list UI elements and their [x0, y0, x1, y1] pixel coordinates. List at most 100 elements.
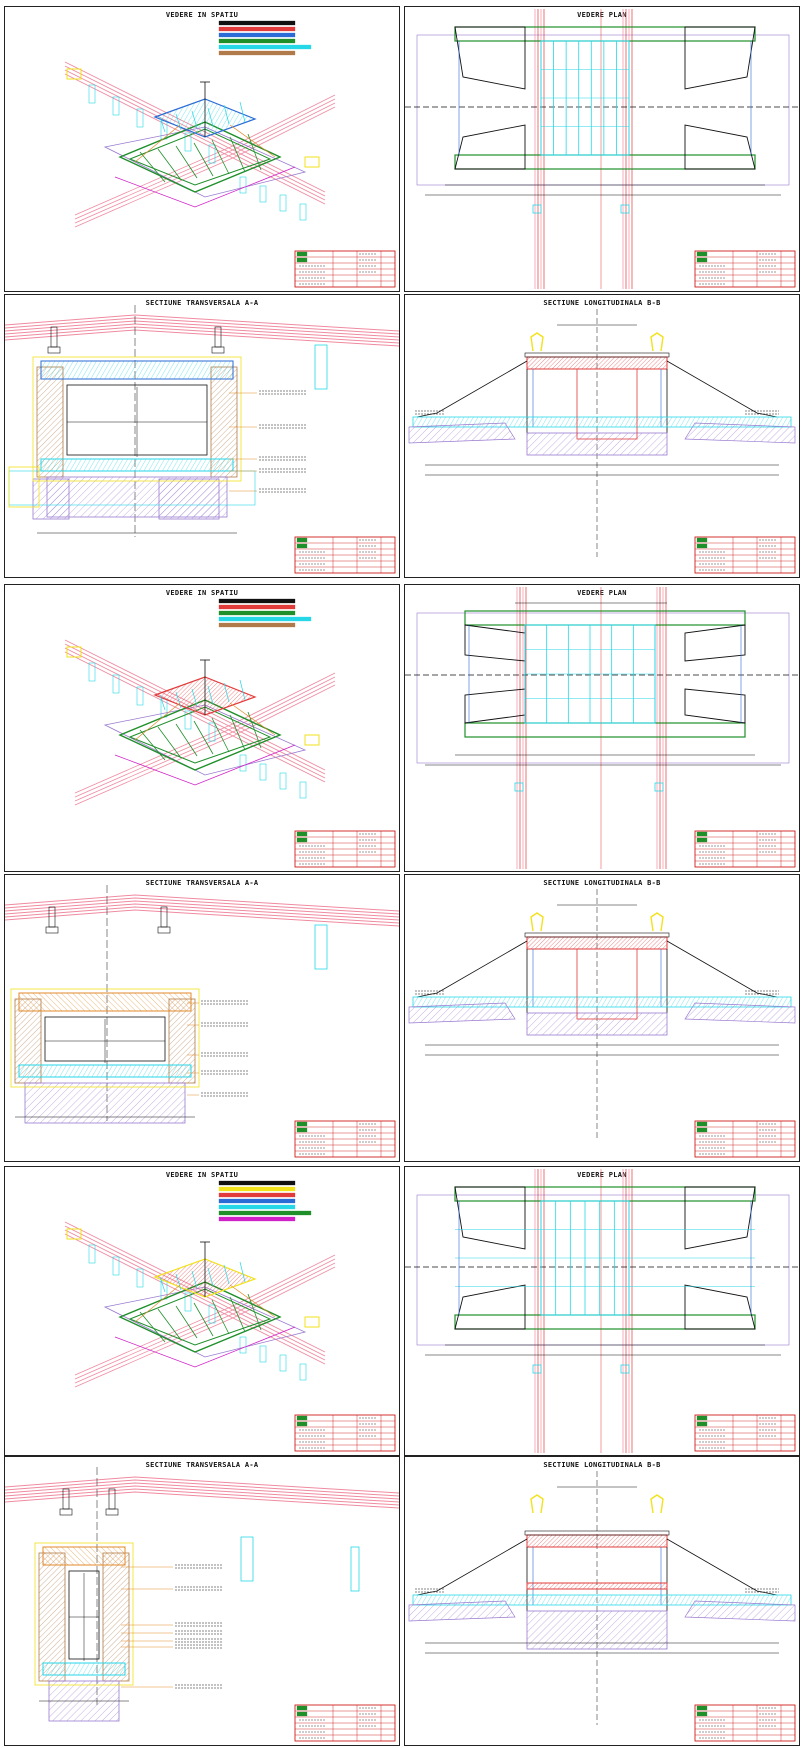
pier-column [112, 1256, 120, 1276]
road-deck-line [5, 903, 399, 921]
road-deck-line [74, 680, 336, 802]
wing-wall [684, 26, 756, 90]
steel-member [139, 1311, 166, 1343]
deck-edge-top [454, 26, 756, 42]
drawing-longitudinal-1 [408, 309, 796, 574]
legend-swatch [218, 44, 312, 50]
drawing-iso-2 [64, 598, 396, 868]
sheet-plan-1: VEDERE PLAN [404, 6, 800, 292]
pier-column [184, 1292, 192, 1312]
slope-line [666, 1538, 778, 1596]
sheet-longitudinal-2: SECTIUNE LONGITUDINALA B-B [404, 874, 800, 1162]
edge-line [114, 166, 296, 208]
logo-icon [296, 1705, 308, 1711]
road-deck-line [5, 1476, 399, 1494]
sheet-transversal-1: SECTIUNE TRANSVERSALA A-A [4, 294, 400, 578]
parapet [650, 912, 664, 932]
road-deck-line [64, 1233, 326, 1365]
road-deck-line [5, 1479, 399, 1497]
bottom-slab [526, 1582, 668, 1590]
pier-column [136, 686, 144, 706]
legend-swatch [218, 50, 296, 56]
marker [620, 204, 630, 214]
logo-icon [696, 837, 708, 843]
sheet-title: VEDERE IN SPATIU [165, 589, 239, 597]
sheet-iso-1: VEDERE IN SPATIU [4, 6, 400, 292]
steel-member [193, 1302, 214, 1337]
pier-column [208, 722, 216, 742]
deck-rib [159, 1276, 166, 1293]
legend-swatch [218, 1210, 312, 1216]
drawing-longitudinal-2 [408, 889, 796, 1158]
wing-wall [684, 1186, 756, 1250]
deck-top [524, 1530, 670, 1536]
legend-swatch [218, 38, 296, 44]
deck-edge-bottom [464, 722, 746, 738]
steel-member [157, 726, 182, 759]
steel-member [229, 136, 246, 173]
road-deck-line [74, 94, 336, 216]
steel-member [247, 133, 262, 171]
foundation-slab [103, 704, 307, 776]
drawing-transversal-2 [5, 885, 399, 1158]
foundation [526, 1012, 668, 1036]
legend-swatch [218, 1216, 296, 1222]
deck-rib [239, 1261, 246, 1283]
deck-slab [526, 356, 668, 370]
support-base [47, 346, 61, 354]
ground-band [412, 1594, 792, 1606]
deck-rib [207, 1267, 214, 1287]
deck-rib [191, 1270, 198, 1289]
drawing-plan-3 [405, 1169, 799, 1453]
bottom-slab [40, 458, 234, 472]
pier-column [239, 176, 247, 194]
steel-member [229, 714, 246, 751]
foundation-slab [103, 126, 307, 198]
road-deck-line [5, 1482, 399, 1500]
abutment-wall [38, 1552, 66, 1682]
support-base [59, 1508, 73, 1516]
road-deck-line [5, 906, 399, 924]
steel-frame-inner [128, 706, 272, 764]
pier-column [88, 1244, 96, 1264]
road-deck-line [64, 651, 326, 783]
pier-column [299, 1363, 307, 1381]
slope-line [666, 940, 778, 998]
sheet-title: VEDERE IN SPATIU [165, 1171, 239, 1179]
pier-column [136, 108, 144, 128]
deck-top [524, 932, 670, 938]
brace [229, 702, 276, 736]
marker [532, 1364, 542, 1374]
interior-box [576, 948, 638, 1020]
approach-right [684, 1600, 796, 1622]
steel-frame [118, 1281, 282, 1353]
slope-line [416, 360, 528, 418]
deck-rib [191, 110, 198, 129]
bottom-slab [18, 1064, 192, 1078]
logo-icon [696, 257, 708, 263]
pier-column [136, 1268, 144, 1288]
steel-member [211, 139, 230, 175]
deck-rib [239, 679, 246, 701]
support-base [105, 1508, 119, 1516]
road-deck-line [74, 684, 336, 806]
steel-member [175, 1305, 198, 1339]
deck-slab [526, 1534, 668, 1548]
slope-line [416, 940, 528, 998]
foundation-slab [103, 1286, 307, 1358]
logo-icon [696, 537, 708, 543]
foundation [526, 432, 668, 456]
sheet-title: VEDERE PLAN [577, 1171, 627, 1179]
drawing-longitudinal-3 [408, 1471, 796, 1742]
steel-member [229, 1296, 246, 1333]
logo-icon [696, 251, 708, 257]
logo-icon [696, 1421, 708, 1427]
sheet-title: VEDERE PLAN [577, 11, 627, 19]
wing-wall [454, 1284, 526, 1330]
road-deck-line [5, 900, 399, 918]
steel-member [139, 729, 166, 761]
logo-icon [696, 1127, 708, 1133]
deck-rib [207, 107, 214, 127]
deck-rib [223, 1264, 230, 1285]
sheet-iso-2: VEDERE IN SPATIU [4, 584, 400, 872]
